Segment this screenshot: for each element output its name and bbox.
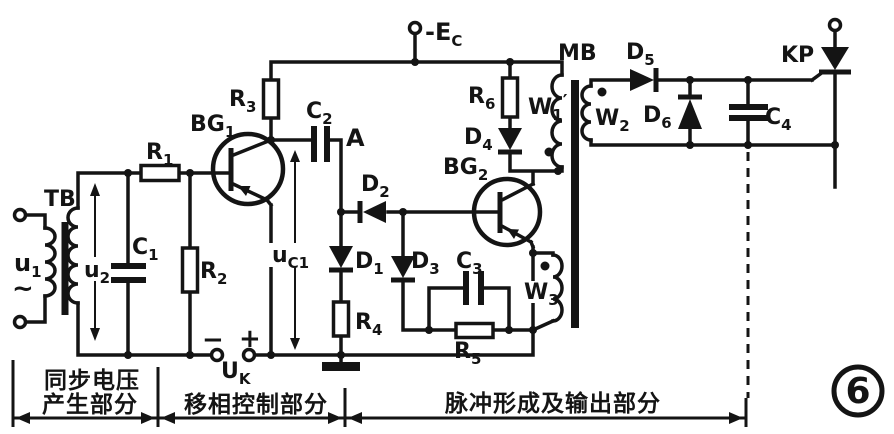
label-uc1: uC1 xyxy=(272,243,309,272)
mb-winding-w1 xyxy=(550,73,564,169)
label-c1: C1 xyxy=(132,235,159,264)
bg1-emitter-arrow xyxy=(238,186,251,196)
label-d5: D5 xyxy=(626,40,655,69)
tb-core xyxy=(61,222,69,315)
junction-dots xyxy=(124,58,839,359)
label-d6: D6 xyxy=(643,103,672,132)
capacitor-c4 xyxy=(729,104,768,121)
label-c2: C2 xyxy=(306,99,333,128)
section-label-sync-line1: 同步电压 xyxy=(44,368,140,394)
diode-d4 xyxy=(498,128,522,155)
w1-polarity-dot xyxy=(544,147,554,157)
diode-d3 xyxy=(391,256,415,283)
section-dividers xyxy=(11,360,748,427)
label-node-a: A xyxy=(346,124,365,152)
label-r1: R1 xyxy=(146,140,173,169)
label-ec-supply: -EC xyxy=(425,18,462,50)
label-d2: D2 xyxy=(361,172,390,201)
label-kp: KP xyxy=(781,43,814,68)
label-bg2: BG2 xyxy=(443,155,488,184)
resistor-r3 xyxy=(261,78,281,120)
tb-primary-winding xyxy=(43,226,57,298)
label-uk-minus: − xyxy=(202,325,224,355)
kp-anode-terminal xyxy=(827,17,843,33)
label-uk: UK xyxy=(221,359,252,388)
resistor-r5 xyxy=(454,321,495,340)
label-w2: W2 xyxy=(595,106,630,135)
capacitor-c2 xyxy=(311,126,330,162)
w3-polarity-dot xyxy=(540,261,550,271)
label-mb: MB xyxy=(558,41,597,66)
label-w1: W1′ xyxy=(528,91,568,124)
label-r5: R5 xyxy=(454,339,481,368)
transistor-bg1 xyxy=(210,131,286,207)
label-c3: C3 xyxy=(456,249,483,278)
bg2-emitter-arrow xyxy=(507,229,519,239)
label-d3: D3 xyxy=(411,249,440,278)
label-r3: R3 xyxy=(229,87,256,116)
pulse-transformer-mb xyxy=(540,73,607,328)
label-tb: TB xyxy=(44,187,76,212)
label-bg1: BG1 xyxy=(190,112,235,141)
label-r6: R6 xyxy=(468,84,495,113)
label-r4: R4 xyxy=(355,310,382,339)
w2-polarity-dot xyxy=(597,87,607,97)
resistor-r1 xyxy=(139,163,181,183)
label-r2: R2 xyxy=(200,259,227,288)
label-ac-tilde: ~ xyxy=(12,274,34,304)
capacitor-c3 xyxy=(463,271,484,305)
uk-terminal-plus xyxy=(241,347,257,363)
section-label-sync-line2: 产生部分 xyxy=(42,391,138,418)
uk-control-terminals xyxy=(209,347,257,363)
label-u1: u1 xyxy=(14,249,42,281)
ec-supply-terminal xyxy=(407,20,423,36)
section-label-phase-shift: 移相控制部分 xyxy=(184,391,328,418)
uk-terminal-minus xyxy=(209,347,225,363)
diode-d2 xyxy=(357,201,386,223)
label-d4: D4 xyxy=(464,125,493,154)
wires xyxy=(23,28,837,364)
label-c4: C4 xyxy=(765,105,792,134)
diode-d6 xyxy=(678,94,702,129)
thyristor-kp xyxy=(819,17,851,75)
label-w3: W3 xyxy=(524,280,559,309)
label-uk-plus: + xyxy=(239,324,261,354)
diode-d1 xyxy=(329,246,353,273)
resistor-r2 xyxy=(180,246,200,294)
capacitor-c1 xyxy=(111,263,146,283)
transistor-bg2 xyxy=(471,176,543,250)
input-terminal-bottom xyxy=(12,314,28,330)
mb-winding-w3 xyxy=(551,253,564,323)
mb-winding-w2 xyxy=(580,84,593,142)
figure-number: 6 xyxy=(845,371,870,412)
tb-secondary-winding xyxy=(66,206,80,305)
input-terminal-top xyxy=(12,207,28,223)
mb-core xyxy=(571,80,579,328)
ground-symbol xyxy=(322,362,360,371)
resistor-r6 xyxy=(500,76,520,119)
label-d1: D1 xyxy=(355,249,384,278)
diode-d5 xyxy=(630,68,659,92)
section-label-pulse-output: 脉冲形成及输出部分 xyxy=(444,390,661,417)
resistor-r4 xyxy=(331,300,351,338)
sync-transformer-tb xyxy=(12,206,80,330)
label-u2: u2 xyxy=(84,258,110,287)
figure-number-badge: 6 xyxy=(831,364,885,418)
